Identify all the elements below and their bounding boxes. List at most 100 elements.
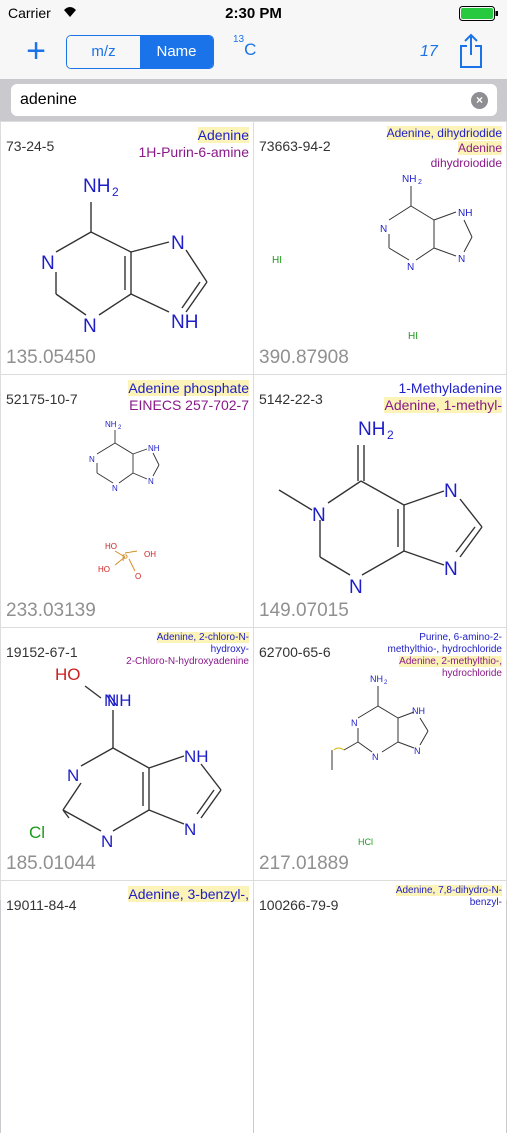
carbon13-toggle[interactable]: 13C — [233, 34, 257, 60]
svg-text:N: N — [349, 577, 363, 598]
compound-name: 1H-Purin-6-amine — [138, 144, 249, 160]
search-input[interactable] — [20, 88, 460, 112]
result-cell[interactable]: 19152-67-1 Adenine, 2-chloro-N- hydroxy-… — [1, 628, 253, 880]
svg-text:Cl: Cl — [29, 823, 45, 842]
svg-text:P: P — [122, 553, 128, 563]
compound-names: 1-Methyladenine Adenine, 1-methyl- — [384, 380, 502, 414]
compound-names: Purine, 6-amino-2- methylthio-, hydrochl… — [387, 632, 503, 680]
exact-mass: 185.01044 — [6, 853, 96, 874]
compound-name: Adenine, 2-methylthio-, — [399, 656, 502, 667]
svg-text:NH: NH — [105, 420, 117, 429]
segment-name[interactable]: Name — [140, 36, 213, 68]
wifi-icon — [64, 7, 76, 17]
svg-text:NH: NH — [458, 208, 472, 219]
isotope-symbol: C — [244, 40, 257, 59]
compound-names: Adenine, 7,8-dihydro-N- benzyl- — [395, 885, 502, 909]
results-grid: 73-24-5 Adenine 1H-Purin-6-amine NH — [0, 121, 507, 1133]
svg-text:N: N — [312, 505, 326, 526]
compound-name: Adenine, 3-benzyl-, — [128, 886, 249, 902]
svg-text:N: N — [184, 820, 196, 839]
result-count: 17 — [420, 43, 438, 60]
structure-2-chloro-n-hydroxyadenine: HO N NH N N NH N Cl — [29, 665, 222, 851]
share-icon[interactable] — [458, 33, 484, 69]
toolbar: + m/z Name 13C 17 — [0, 28, 507, 80]
compound-name: Adenine, dihydriodide — [386, 126, 502, 140]
result-cell[interactable]: 73-24-5 Adenine 1H-Purin-6-amine NH — [1, 122, 253, 374]
exact-mass: 135.05450 — [6, 347, 96, 368]
svg-text:N: N — [458, 254, 465, 265]
svg-text:HO: HO — [98, 565, 110, 574]
compound-name: Adenine, 2-chloro-N- — [156, 632, 249, 643]
compound-name: 1-Methyladenine — [398, 380, 502, 396]
exact-mass: 217.01889 — [259, 853, 349, 874]
compound-name: methylthio-, hydrochloride — [387, 644, 503, 655]
svg-text:N: N — [414, 746, 421, 756]
result-cell[interactable]: 5142-22-3 1-Methyladenine Adenine, 1-met… — [254, 375, 506, 627]
result-cell[interactable]: 19011-84-4 Adenine, 3-benzyl-, — [1, 881, 253, 1133]
svg-text:N: N — [83, 316, 97, 337]
svg-text:N: N — [67, 766, 79, 785]
compound-name: dihydroiodide — [430, 156, 502, 170]
svg-text:N: N — [444, 481, 458, 502]
compound-name: benzyl- — [469, 897, 502, 908]
svg-text:HO: HO — [55, 665, 81, 684]
svg-text:2: 2 — [418, 179, 422, 186]
structure-1-methyladenine: NH 2 N N N N — [278, 419, 483, 598]
result-cell[interactable]: 62700-65-6 Purine, 6-amino-2- methylthio… — [254, 628, 506, 880]
clear-icon[interactable]: × — [471, 92, 488, 109]
svg-text:N: N — [380, 224, 387, 235]
svg-text:2: 2 — [118, 425, 122, 431]
svg-text:N: N — [89, 455, 95, 464]
exact-mass: 149.07015 — [259, 600, 349, 621]
compound-name: Purine, 6-amino-2- — [419, 632, 502, 643]
svg-text:HI: HI — [408, 331, 418, 342]
svg-text:N: N — [112, 484, 118, 493]
svg-text:OH: OH — [144, 550, 156, 559]
compound-name: EINECS 257-702-7 — [129, 397, 249, 413]
result-cell[interactable]: 52175-10-7 Adenine phosphate EINECS 257-… — [1, 375, 253, 627]
result-cell[interactable]: 100266-79-9 Adenine, 7,8-dihydro-N- benz… — [254, 881, 506, 1133]
compound-name: Adenine, 1-methyl- — [384, 397, 502, 413]
svg-text:2: 2 — [384, 680, 388, 686]
svg-text:2: 2 — [387, 428, 394, 442]
exact-mass: 390.87908 — [259, 347, 349, 368]
svg-text:N: N — [171, 233, 185, 254]
svg-text:NH: NH — [184, 747, 209, 766]
svg-text:HI: HI — [272, 255, 282, 266]
svg-text:NH: NH — [107, 691, 132, 710]
cas-number: 19011-84-4 — [6, 897, 77, 913]
search-mode-segmented-control: m/z Name — [66, 35, 214, 69]
cas-number: 73663-94-2 — [259, 138, 331, 154]
add-button[interactable]: + — [26, 32, 46, 70]
svg-text:NH: NH — [370, 674, 383, 684]
compound-name: hydrochloride — [441, 668, 502, 679]
compound-name: Adenine, 7,8-dihydro-N- — [395, 885, 502, 896]
svg-text:N: N — [41, 253, 55, 274]
svg-text:NH: NH — [171, 312, 198, 333]
svg-text:NH: NH — [148, 444, 160, 453]
isotope-mass: 13 — [233, 34, 245, 46]
svg-text:HCl: HCl — [358, 837, 373, 847]
compound-name: Adenine — [457, 141, 502, 155]
search-field-container: × — [11, 84, 497, 116]
cas-number: 5142-22-3 — [259, 391, 323, 407]
svg-text:N: N — [444, 559, 458, 580]
svg-text:N: N — [101, 832, 113, 851]
segment-mz[interactable]: m/z — [67, 36, 140, 68]
compound-name: Adenine phosphate — [128, 380, 249, 396]
cas-number: 19152-67-1 — [6, 644, 78, 660]
structure-adenine-hi: NH 2 N N NH N HI HI — [272, 174, 472, 342]
compound-name: Adenine — [197, 127, 249, 143]
svg-text:N: N — [351, 718, 358, 728]
svg-text:N: N — [372, 752, 379, 762]
cas-number: 62700-65-6 — [259, 644, 331, 660]
status-bar: Carrier 2:30 PM — [0, 0, 507, 28]
cas-number: 52175-10-7 — [6, 391, 78, 407]
compound-names: Adenine, 3-benzyl-, — [128, 886, 249, 903]
result-cell[interactable]: 73663-94-2 Adenine, dihydriodide Adenine… — [254, 122, 506, 374]
structure-adenine: NH 2 N N N NH — [41, 176, 208, 337]
battery-icon — [459, 6, 498, 21]
svg-text:O: O — [135, 572, 141, 581]
exact-mass: 233.03139 — [6, 600, 96, 621]
compound-names: Adenine, 2-chloro-N- hydroxy- 2-Chloro-N… — [126, 632, 249, 668]
